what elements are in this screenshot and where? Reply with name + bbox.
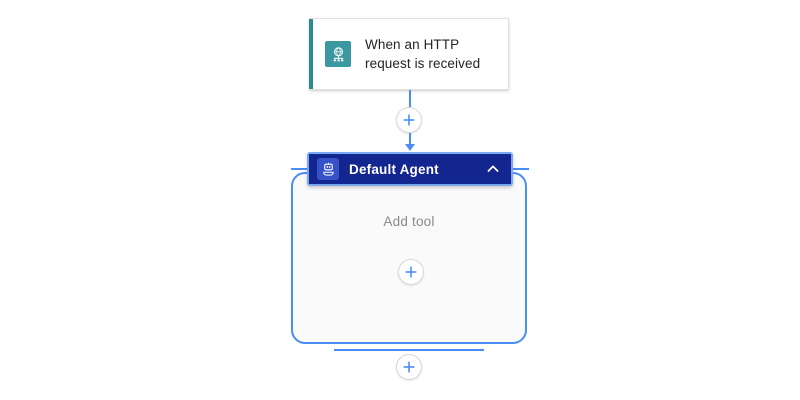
add-tool-button[interactable] (398, 259, 424, 285)
chevron-up-icon[interactable] (484, 160, 502, 178)
add-step-button-bottom[interactable] (396, 354, 422, 380)
connector-line-agent-bottom (334, 349, 484, 351)
agent-title: Default Agent (349, 161, 439, 177)
connector-stub-right (511, 168, 529, 170)
agent-group-container: Add tool (291, 172, 527, 344)
add-tool-empty-label: Add tool (383, 214, 435, 229)
connector-line-trigger-to-plus (409, 90, 411, 108)
add-step-button-top[interactable] (396, 107, 422, 133)
trigger-card-http-request[interactable]: When an HTTP request is received (309, 18, 509, 90)
agent-header-inner: Default Agent (309, 154, 511, 184)
trigger-accent-bar (309, 19, 313, 89)
connector-stub-left (291, 168, 309, 170)
connector-line-plus-to-agent (409, 133, 411, 145)
connector-arrowhead-agent (405, 144, 415, 151)
agent-header-card[interactable]: Default Agent (307, 152, 513, 186)
robot-icon (317, 158, 339, 180)
http-globe-icon (325, 41, 351, 67)
trigger-card-title: When an HTTP request is received (365, 37, 481, 71)
